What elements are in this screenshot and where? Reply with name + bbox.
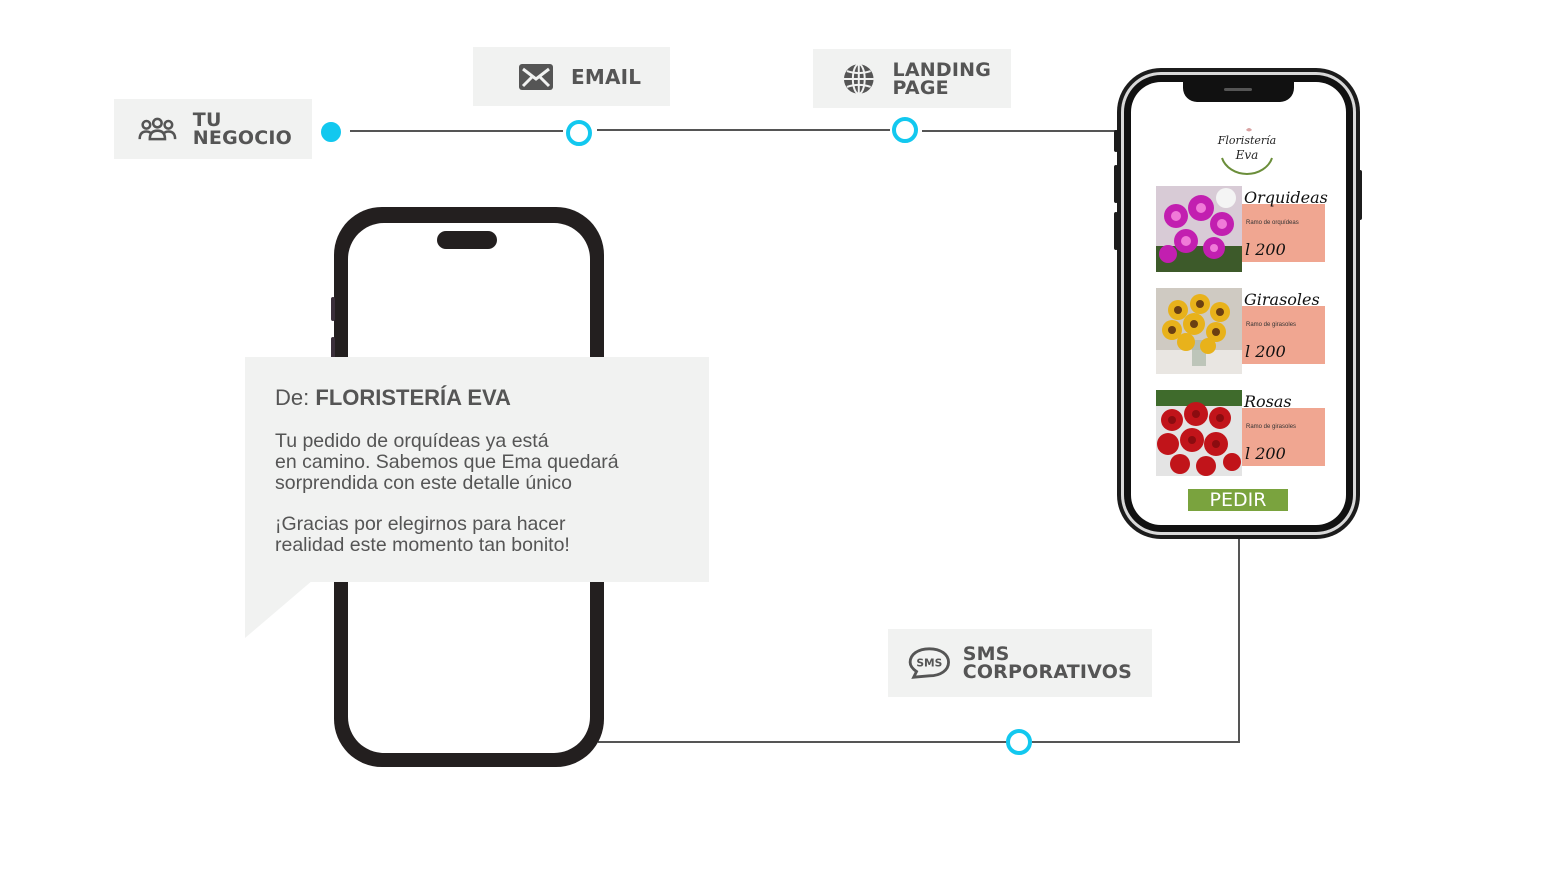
product-card-bg xyxy=(1242,408,1325,466)
group-icon xyxy=(138,117,177,141)
roses-photo xyxy=(1156,390,1242,476)
sunflower-photo xyxy=(1156,288,1242,374)
product-desc: Ramo de orquídeas xyxy=(1246,220,1299,226)
product-girasoles[interactable]: Girasoles Ramo de girasoles l 200 xyxy=(1156,288,1326,374)
wire-email-landing xyxy=(597,129,890,131)
product-name: Rosas xyxy=(1244,392,1292,411)
envelope-icon xyxy=(519,63,553,90)
product-card-bg xyxy=(1242,204,1325,262)
sms-message-bubble: De: FLORISTERÍA EVA Tu pedido de orquíde… xyxy=(245,357,709,582)
svg-text:SMS: SMS xyxy=(916,657,942,670)
node-sms xyxy=(1006,729,1032,755)
product-desc: Ramo de girasoles xyxy=(1246,424,1297,430)
landing-page-screen: Floristería Eva Orquideas Ramo xyxy=(1131,82,1346,525)
product-rosas[interactable]: Rosas Ramo de girasoles l 200 xyxy=(1156,390,1326,476)
floristeria-logo: Floristería Eva xyxy=(1216,124,1278,180)
globe-icon xyxy=(843,62,874,95)
wire-negocio-email xyxy=(350,130,563,132)
node-landing xyxy=(892,117,918,143)
product-name: Orquideas xyxy=(1244,188,1328,207)
node-email xyxy=(566,120,592,146)
product-card-bg xyxy=(1242,306,1325,364)
dynamic-island xyxy=(437,231,497,249)
bubble-tail xyxy=(245,580,313,638)
wire-sms-right xyxy=(1032,741,1240,743)
wire-landing-phone xyxy=(922,130,1118,132)
pedir-button[interactable]: PEDIR xyxy=(1188,489,1288,511)
product-price: l 200 xyxy=(1245,240,1286,259)
product-desc: Ramo de girasoles xyxy=(1246,322,1297,328)
wire-phone-down xyxy=(1238,538,1240,743)
product-price: l 200 xyxy=(1245,444,1286,463)
landing-phone: Floristería Eva Orquideas Ramo xyxy=(1117,68,1360,539)
product-orquideas[interactable]: Orquideas Ramo de orquídeas l 200 xyxy=(1156,186,1328,272)
phone-notch xyxy=(1183,82,1294,102)
product-name: Girasoles xyxy=(1244,290,1320,309)
sms-bubble-icon: SMS xyxy=(908,647,950,679)
node-tu-negocio xyxy=(321,122,341,142)
message-paragraph-1: Tu pedido de orquídeas ya está en camino… xyxy=(275,430,619,494)
message-paragraph-2: ¡Gracias por elegirnos para hacer realid… xyxy=(275,513,570,556)
orchid-photo xyxy=(1156,186,1242,272)
wire-sms-left xyxy=(598,741,1008,743)
message-sender: De: FLORISTERÍA EVA xyxy=(275,385,511,410)
step-email-label: EMAIL xyxy=(571,64,642,89)
product-price: l 200 xyxy=(1245,342,1286,361)
step-email: EMAIL xyxy=(473,47,670,106)
